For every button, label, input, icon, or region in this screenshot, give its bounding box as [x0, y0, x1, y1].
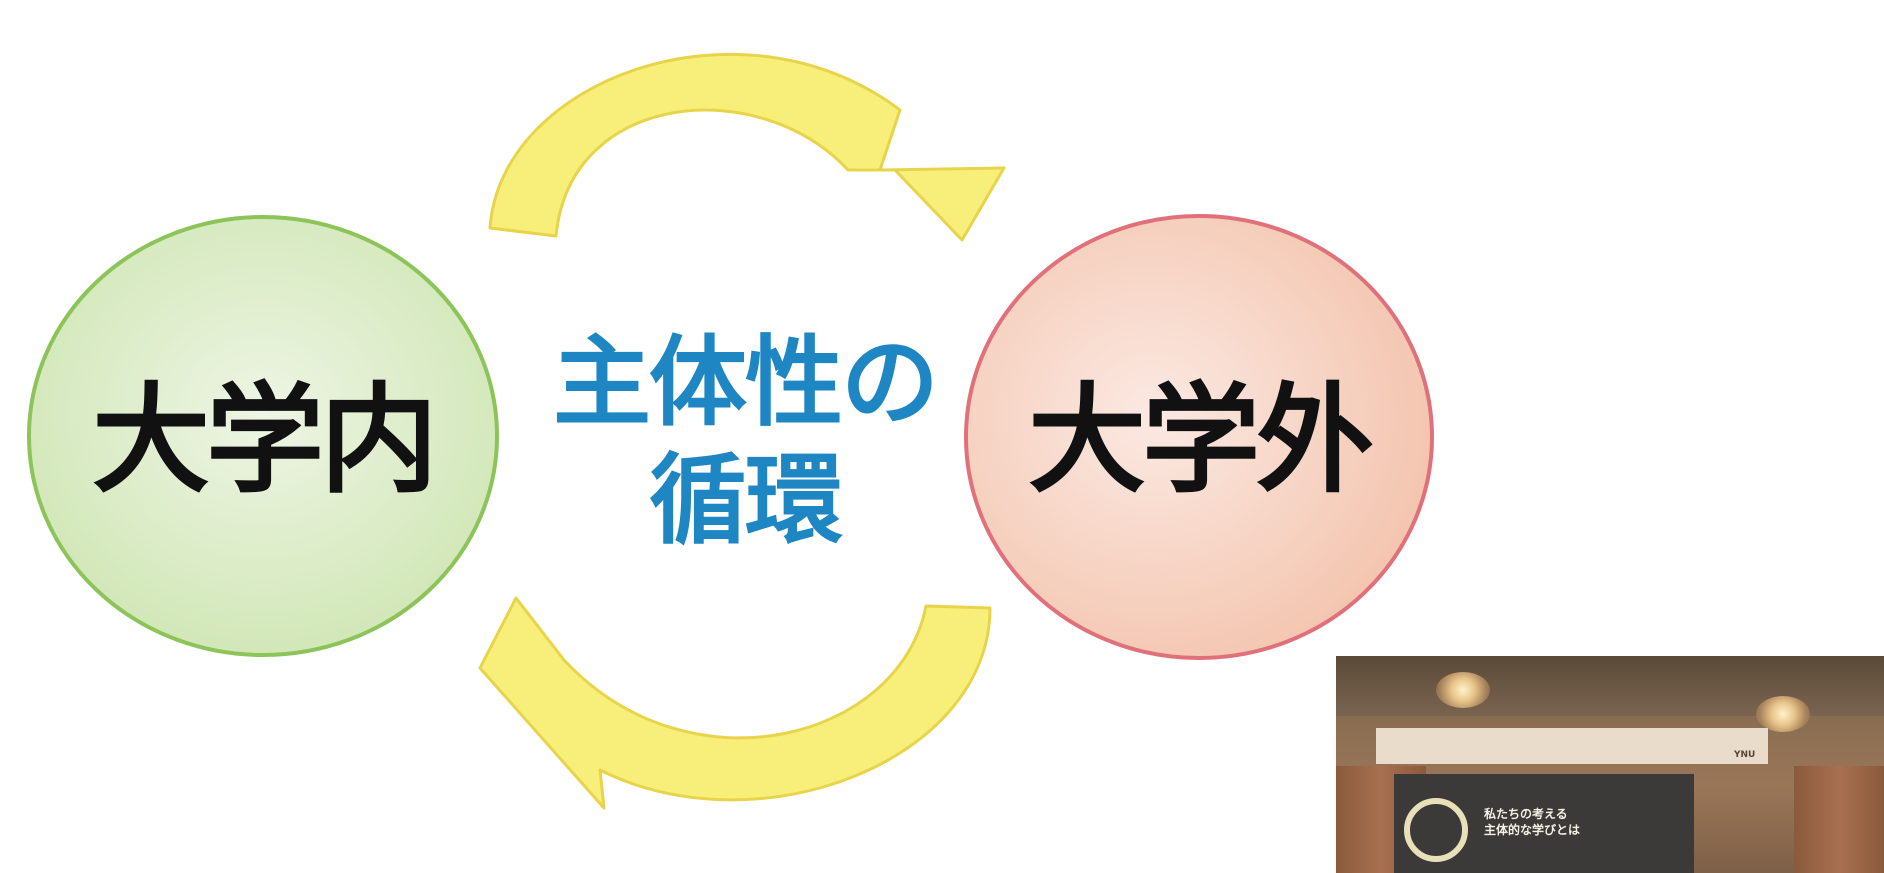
event-photo: 私たちの考える 主体的な学びとは YNU	[1336, 656, 1884, 873]
chandelier-right	[1756, 696, 1810, 732]
event-banner	[1376, 728, 1768, 764]
center-title-line2: 循環	[648, 444, 843, 558]
left-circle	[27, 215, 499, 657]
top-arrow	[488, 52, 1006, 242]
screen-text-line2: 主体的な学びとは	[1484, 823, 1581, 837]
chandelier-left	[1436, 672, 1490, 708]
screen-text-line1: 私たちの考える	[1484, 807, 1568, 821]
curtain-right	[1794, 766, 1884, 873]
inside-university-label: 大学内	[91, 371, 438, 509]
right-circle	[964, 214, 1434, 660]
center-title-line1: 主体性の	[552, 326, 939, 440]
outside-university-label: 大学外	[1027, 371, 1374, 509]
banner-badge: YNU	[1734, 750, 1756, 760]
screen-text: 私たちの考える 主体的な学びとは	[1484, 806, 1634, 838]
logo-ring-icon	[1404, 798, 1468, 862]
bottom-arrow	[478, 596, 992, 810]
